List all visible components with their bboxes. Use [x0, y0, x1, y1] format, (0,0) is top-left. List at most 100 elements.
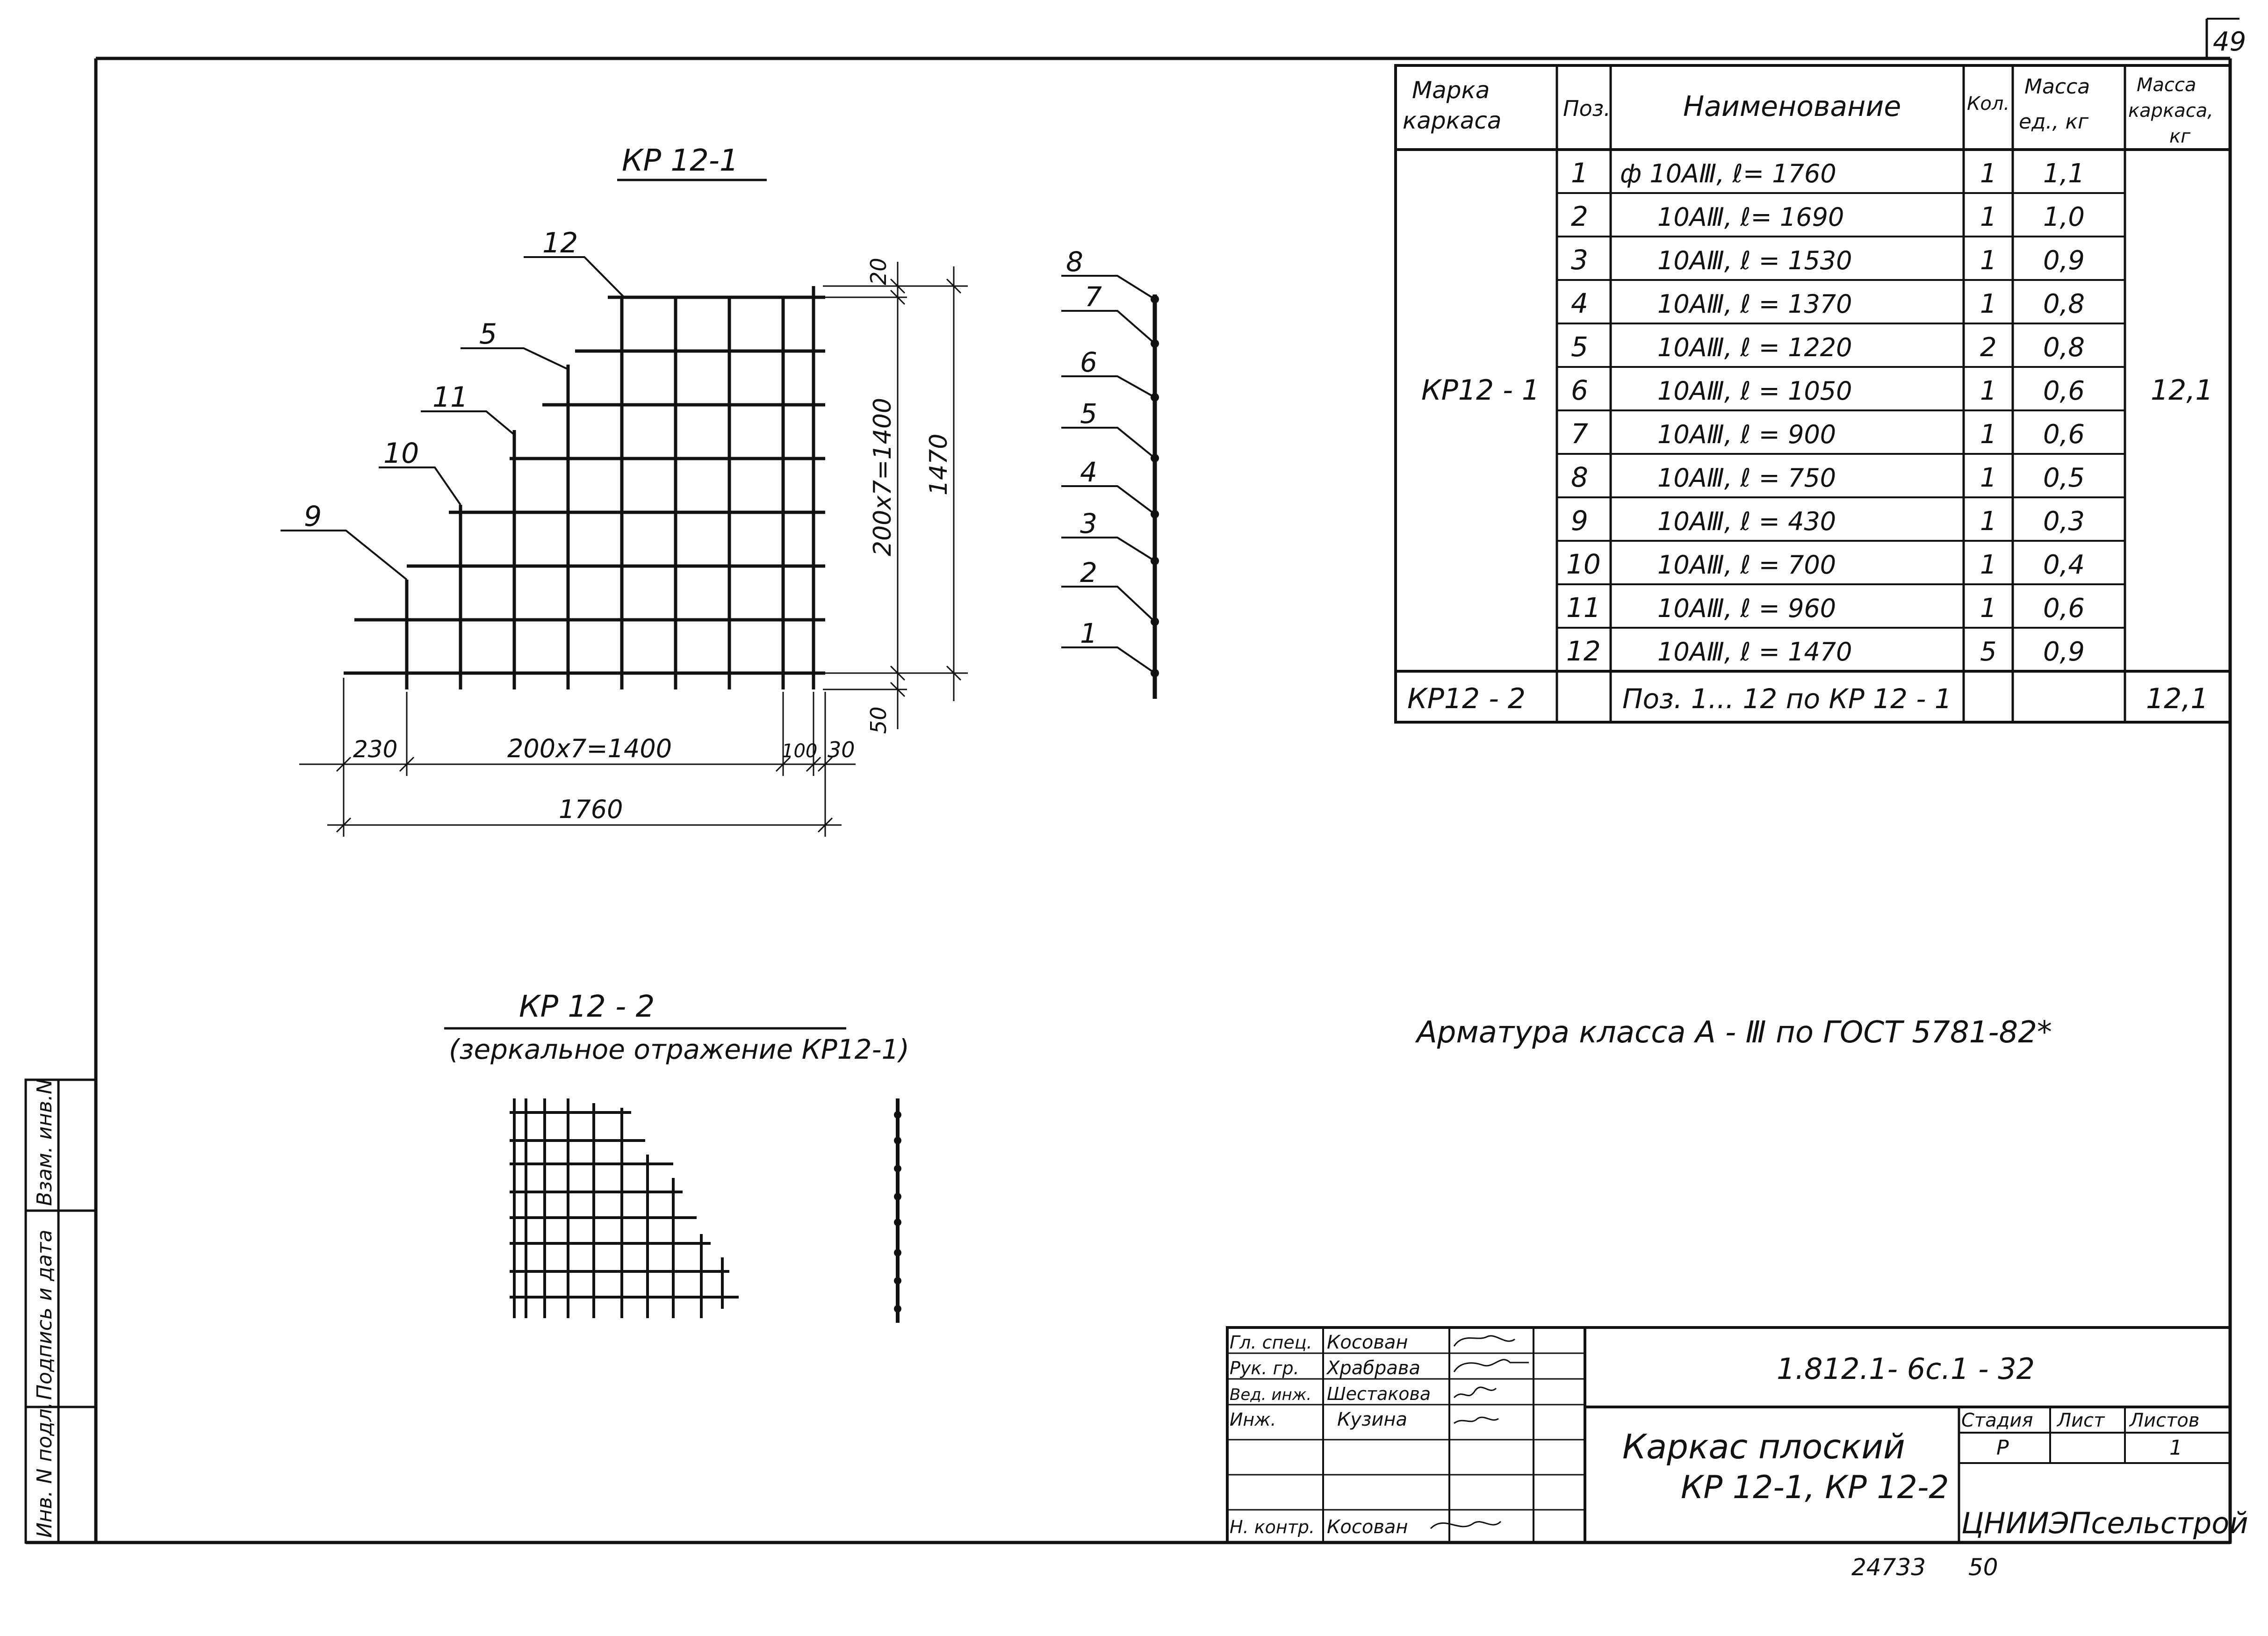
kp12-1-title: КР 12-1 [622, 144, 739, 178]
dim-right-gap-1: 100 [782, 740, 817, 762]
side-label-4: 4 [1080, 456, 1097, 488]
row-12-pos: 12 [1566, 635, 1601, 667]
kp12-1-pos-label-9: 9 [304, 500, 322, 533]
staff-role-7: Н. контр. [1230, 1517, 1315, 1537]
title-line-1: Каркас плоский [1622, 1427, 1905, 1466]
bottom-number-2: 50 [1968, 1554, 1998, 1581]
title-line-2: КР 12-1, КР 12-2 [1681, 1469, 1949, 1506]
row-10-qty: 1 [1980, 550, 1997, 580]
row-8-mass: 0,5 [2043, 463, 2085, 493]
row-3-pos: 3 [1571, 244, 1588, 276]
row-6-mass: 0,6 [2043, 376, 2085, 406]
sheets-value: 1 [2169, 1436, 2182, 1460]
kp12-1-dimension-lines [299, 262, 968, 837]
row-10-name: 10АⅢ, ℓ = 700 [1657, 550, 1836, 580]
row-12-qty: 5 [1980, 637, 1997, 667]
kp12-1-leaders [281, 256, 625, 581]
row-7-pos: 7 [1571, 418, 1588, 450]
row-5-pos: 5 [1571, 331, 1588, 363]
side-label-5: 5 [1080, 398, 1097, 430]
row-5-name: 10АⅢ, ℓ = 1220 [1657, 333, 1852, 362]
strip-label-replace: Взам. инв.N [33, 1079, 57, 1206]
row-12-name: 10АⅢ, ℓ = 1470 [1657, 637, 1852, 667]
row-6-qty: 1 [1980, 376, 1997, 406]
spec-table-grid [1394, 64, 2232, 724]
staff-name-1: Косован [1327, 1332, 1408, 1353]
row-6-name: 10АⅢ, ℓ = 1050 [1657, 376, 1852, 406]
row-3-qty: 1 [1980, 245, 1997, 276]
staff-name-7: Косован [1327, 1516, 1408, 1538]
kp12-1-side-view [1061, 275, 1157, 699]
strip-label-inventory: Инв. N подл. [33, 1402, 57, 1538]
row-7-qty: 1 [1980, 419, 1997, 450]
row-2-mass: 1,0 [2043, 202, 2085, 232]
row-7-name: 10АⅢ, ℓ = 900 [1657, 420, 1836, 449]
staff-name-2: Храбрава [1326, 1357, 1420, 1379]
last-row-mass: 12,1 [2146, 682, 2209, 715]
title-block-grid [1226, 1326, 2232, 1544]
row-11-name: 10АⅢ, ℓ = 960 [1657, 594, 1836, 623]
dim-right-gap-2: 30 [828, 737, 855, 762]
kp12-1-pos-label-11: 11 [432, 381, 468, 414]
strip-label-signature: Подпись и дата [33, 1230, 57, 1400]
last-row-name: Поз. 1... 12 по КР 12 - 1 [1622, 683, 1952, 715]
row-7-mass: 0,6 [2043, 419, 2085, 450]
doc-code: 1.812.1- 6с.1 - 32 [1777, 1352, 2035, 1386]
row-1-qty: 1 [1980, 158, 1997, 189]
sheet-label: Лист [2056, 1410, 2105, 1431]
kp12-2-subtitle: (зеркальное отражение КР12-1) [449, 1033, 909, 1065]
row-2-pos: 2 [1571, 201, 1588, 232]
row-9-qty: 1 [1980, 506, 1997, 537]
side-label-8: 8 [1066, 246, 1083, 278]
kp12-2-side-view [894, 1098, 901, 1323]
row-12-mass: 0,9 [2043, 637, 2085, 667]
kp12-2-mesh [510, 1098, 739, 1318]
kp12-1-pos-label-12: 12 [542, 227, 578, 259]
row-4-qty: 1 [1980, 289, 1997, 319]
row-2-name: 10АⅢ, ℓ= 1690 [1657, 202, 1844, 232]
staff-name-4: Кузина [1337, 1409, 1407, 1430]
row-10-pos: 10 [1566, 548, 1601, 580]
row-8-name: 10АⅢ, ℓ = 750 [1657, 463, 1836, 493]
sheets-label: Листов [2129, 1410, 2199, 1431]
signature-marks [1430, 1335, 1529, 1529]
stage-value: Р [1996, 1436, 2009, 1460]
kp12-1-pos-label-5: 5 [479, 318, 497, 351]
last-row-mark: КР12 - 2 [1407, 682, 1526, 715]
row-11-pos: 11 [1566, 592, 1601, 624]
row-9-name: 10АⅢ, ℓ = 430 [1657, 507, 1836, 536]
row-2-qty: 1 [1980, 202, 1997, 232]
row-4-mass: 0,8 [2043, 289, 2085, 319]
row-1-mass: 1,1 [2043, 158, 2085, 189]
row-5-qty: 2 [1980, 332, 1997, 363]
kp12-1-side-dots [1151, 295, 1159, 677]
dim-total-width: 1760 [559, 795, 623, 824]
row-9-mass: 0,3 [2043, 506, 2085, 537]
row-8-qty: 1 [1980, 463, 1997, 493]
row-10-mass: 0,4 [2043, 550, 2085, 580]
row-5-mass: 0,8 [2043, 332, 2085, 363]
row-3-mass: 0,9 [2043, 245, 2085, 276]
row-11-mass: 0,6 [2043, 593, 2085, 624]
kp12-2-title: КР 12 - 2 [519, 990, 655, 1024]
row-9-pos: 9 [1571, 505, 1588, 537]
side-label-7: 7 [1085, 281, 1102, 313]
staff-role-2: Рук. гр. [1230, 1358, 1299, 1378]
dim-left-offset: 230 [353, 736, 397, 763]
side-label-2: 2 [1080, 557, 1097, 588]
dim-total-height: 1470 [925, 434, 953, 495]
dim-bottom-gap: 50 [866, 706, 891, 734]
staff-role-3: Вед. инж. [1230, 1385, 1311, 1404]
kp12-1-pos-label-10: 10 [383, 437, 419, 470]
sheet-frame [26, 18, 2239, 1544]
col-header-name: Наименование [1683, 90, 1901, 123]
row-8-pos: 8 [1571, 461, 1588, 493]
kp12-1-mesh [344, 286, 825, 689]
spec-rows: 1 ф 10АⅢ, ℓ= 1760 1 1,1 2 10АⅢ, ℓ= 1690 … [1407, 157, 2209, 715]
row-6-pos: 6 [1571, 374, 1588, 406]
row-1-pos: 1 [1571, 157, 1588, 189]
